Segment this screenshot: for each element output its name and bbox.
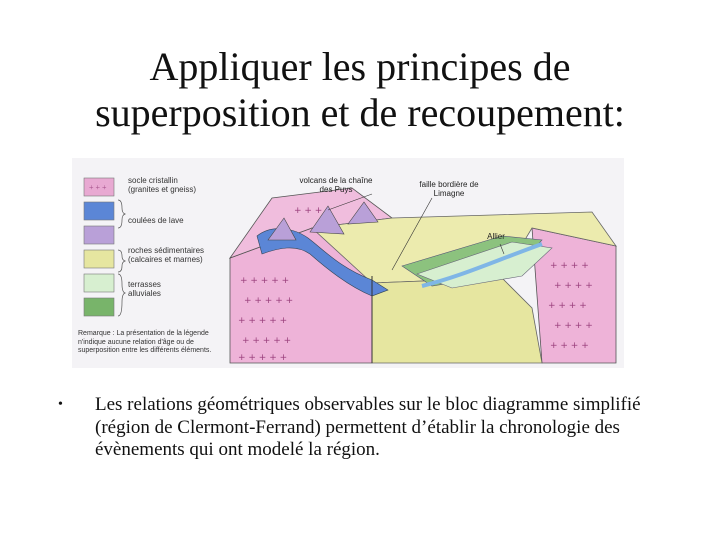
svg-text:+ + +: + + + bbox=[294, 206, 322, 216]
label-volcans: volcans de la chaîne des Puys bbox=[299, 176, 373, 194]
legend-label-laves: coulées de lave bbox=[128, 216, 184, 225]
legend-label-socle: socle cristallin (granites et gneiss) bbox=[128, 176, 197, 194]
volcano-3 bbox=[347, 201, 379, 225]
svg-text:+ + + +: + + + + bbox=[550, 261, 589, 271]
legend-label-terrasses: terrasses alluviales bbox=[128, 280, 161, 298]
legend-swatch-terrasses-2 bbox=[83, 297, 115, 317]
slide-title-line-2: superposition et de recoupement: bbox=[95, 90, 625, 135]
allier-river bbox=[421, 242, 543, 288]
volcano-2 bbox=[309, 205, 345, 235]
svg-text:+ + + +: + + + + bbox=[550, 341, 589, 351]
lava-flow bbox=[256, 228, 389, 297]
block-diagram-figure: + + + + + + + + bbox=[72, 158, 624, 368]
svg-text:+ + + + +: + + + + + bbox=[242, 336, 291, 346]
svg-text:+ + + +: + + + + bbox=[554, 321, 593, 331]
legend-swatch-extra bbox=[83, 225, 115, 245]
svg-text:+ + + + +: + + + + + bbox=[238, 353, 287, 363]
svg-text:+ + + + +: + + + + + bbox=[240, 276, 289, 286]
label-allier: Allier bbox=[487, 232, 505, 241]
legend-swatch-terrasses-1 bbox=[83, 273, 115, 293]
legend-swatch-socle bbox=[83, 177, 115, 197]
svg-text:+ + + + +: + + + + + bbox=[244, 296, 293, 306]
label-faille: faille bordière de Limagne bbox=[419, 180, 479, 198]
block-diagram-drawing: + + + + + + + + bbox=[83, 177, 617, 364]
svg-text:+ + +: + + + bbox=[89, 183, 107, 192]
legend-remark: Remarque : La présentation de la légende… bbox=[78, 330, 212, 354]
bullet-text: Les relations géométriques observables s… bbox=[95, 394, 641, 460]
volcano-1 bbox=[267, 217, 297, 241]
svg-text:+ + + + +: + + + + + bbox=[238, 316, 287, 326]
legend-swatch-roches bbox=[83, 249, 115, 269]
bullet-dot: • bbox=[58, 397, 63, 412]
sedimentary-front bbox=[371, 277, 543, 364]
svg-text:+ + + +: + + + + bbox=[548, 301, 587, 311]
legend-label-roches: roches sédimentaires (calcaires et marne… bbox=[128, 246, 205, 264]
legend-swatch-laves bbox=[83, 201, 115, 221]
slide-title-line-1: Appliquer les principes de bbox=[149, 44, 571, 89]
svg-text:+ + + +: + + + + bbox=[554, 281, 593, 291]
slide-title: Appliquer les principes de superposition… bbox=[20, 44, 700, 136]
